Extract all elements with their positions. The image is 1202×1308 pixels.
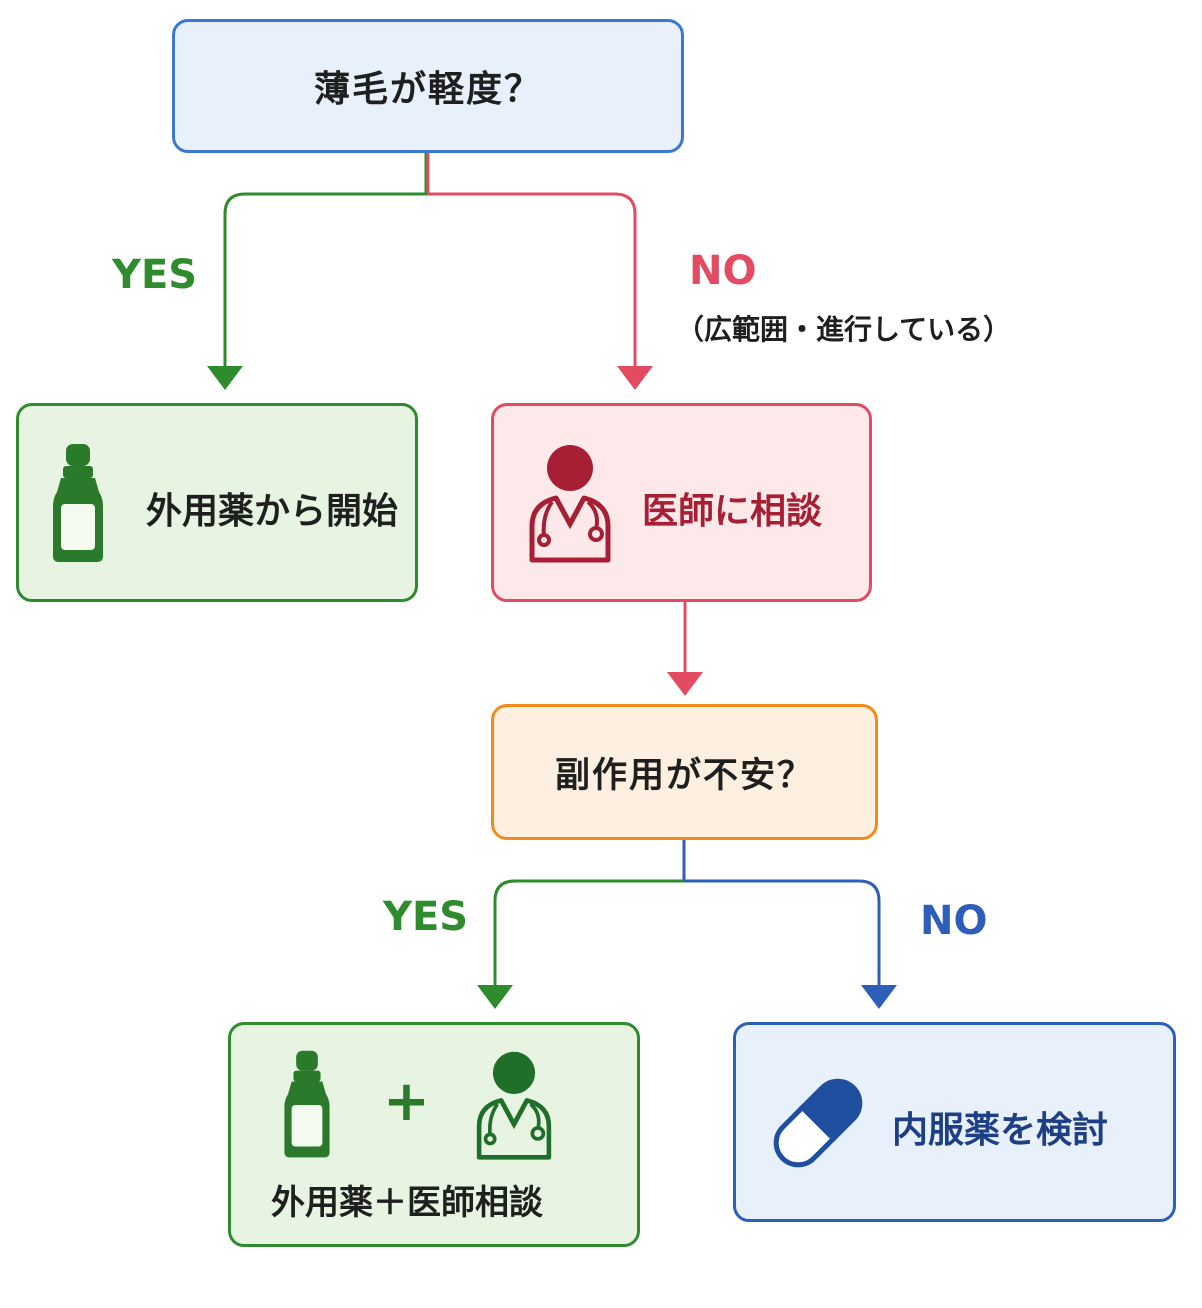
plus-sign: + (383, 1069, 430, 1134)
no-note-1: （広範囲・進行している） (676, 313, 1012, 346)
consult-doctor-label: 医師に相談 (642, 491, 823, 532)
question-mild-thinning-text: 薄毛が軽度？ (313, 69, 542, 110)
medicine-bottle-icon (53, 444, 103, 562)
no-connector-2 (684, 879, 881, 987)
yes-connector-2 (493, 879, 684, 987)
yes-connector-1 (223, 192, 427, 368)
yes-arrowhead-2 (477, 985, 513, 1009)
consult-arrowhead (667, 672, 703, 696)
no-connector-1 (427, 192, 637, 368)
no-label-2: NO (920, 898, 988, 944)
no-label-1: NO (689, 248, 757, 294)
node-topical-plus-consult: + 外用薬＋医師相談 (228, 1022, 640, 1247)
no-arrowhead-1 (617, 366, 653, 390)
yes-label-2: YES (383, 894, 469, 940)
topical-plus-consult-label: 外用薬＋医師相談 (271, 1183, 543, 1223)
consider-oral-label: 内服薬を検討 (892, 1110, 1109, 1151)
yes-label-1: YES (112, 252, 198, 298)
start-topical-label: 外用薬から開始 (146, 491, 399, 532)
question-side-effects: 副作用が不安？ (491, 704, 878, 840)
node-consult-doctor: 医師に相談 (491, 403, 872, 602)
question-mild-thinning: 薄毛が軽度？ (172, 19, 684, 153)
node-consider-oral: 内服薬を検討 (733, 1022, 1176, 1222)
capsule-icon (773, 1078, 863, 1168)
doctor-icon (529, 445, 611, 563)
medicine-bottle-icon (284, 1050, 330, 1158)
no-arrowhead-2 (861, 985, 897, 1009)
question-side-effects-text: 副作用が不安？ (554, 755, 814, 796)
doctor-icon (476, 1051, 552, 1160)
yes-arrowhead-1 (207, 366, 243, 390)
node-start-topical: 外用薬から開始 (16, 403, 418, 602)
